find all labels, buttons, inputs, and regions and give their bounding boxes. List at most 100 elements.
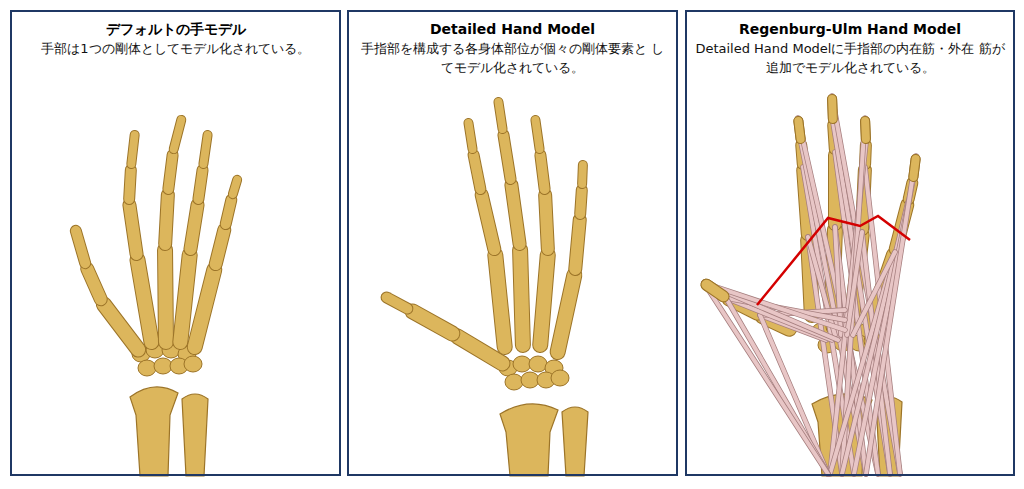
carpal-bone <box>505 374 523 390</box>
finger-bone-outline <box>575 220 579 269</box>
radius-bone <box>130 387 178 476</box>
muscle-line <box>704 283 845 330</box>
finger-bone-outline <box>190 205 197 249</box>
panel-description: 手部は1つの剛体としてモデル化されている。 <box>20 40 331 59</box>
thumb-bone-outline <box>387 297 408 308</box>
thumb-bone <box>87 269 101 300</box>
muscle-outline <box>866 156 916 474</box>
finger-bone-outline <box>131 135 134 164</box>
model-panel: デフォルトの手モデル手部は1つの剛体としてモデル化されている。 <box>10 10 341 476</box>
finger-bone-outline <box>503 135 510 179</box>
carpal-bone <box>551 370 569 386</box>
hand-skeleton <box>387 102 588 476</box>
finger-bone <box>129 170 131 199</box>
finger-bone-outline <box>233 180 237 194</box>
carpal-bone <box>154 358 172 374</box>
finger-bone <box>165 195 168 244</box>
ulna-bone <box>562 407 588 476</box>
panel-heading: Detailed Hand Model <box>357 20 668 38</box>
highlight-line <box>757 216 910 305</box>
finger-bone <box>913 159 915 177</box>
thumb-bone <box>458 337 503 364</box>
finger-bone <box>520 250 523 345</box>
finger-bone <box>558 275 575 352</box>
ulna-bone <box>182 394 208 476</box>
finger-bone-outline <box>860 121 871 139</box>
finger-bone <box>495 255 504 347</box>
muscle-line <box>866 156 916 474</box>
thumb-bone-outline <box>87 269 101 300</box>
finger-bone <box>540 155 544 189</box>
finger-bone <box>498 102 502 129</box>
finger-bone <box>575 220 579 269</box>
finger-bone <box>129 205 136 254</box>
finger-bone-outline <box>577 165 588 184</box>
finger-bone <box>198 170 202 199</box>
finger-bone-outline <box>129 205 136 254</box>
finger-bone <box>138 260 152 342</box>
finger-bone <box>913 159 915 177</box>
panel-heading: デフォルトの手モデル <box>20 20 331 38</box>
muscle-line <box>760 315 828 474</box>
finger-bone <box>174 120 182 149</box>
radius-bone <box>500 404 558 476</box>
finger-bone <box>474 155 481 189</box>
finger-bone-outline <box>798 121 800 139</box>
finger-bone <box>511 185 519 244</box>
finger-bone <box>540 255 548 345</box>
finger-bone <box>190 205 197 249</box>
panel-description: 手指部を構成する各身体部位が個々の剛体要素と してモデル化されている。 <box>357 40 668 78</box>
finger-bone-outline <box>495 255 504 347</box>
finger-bone-outline <box>168 155 172 189</box>
finger-bone-outline <box>520 250 523 345</box>
carpal-bone <box>513 356 531 372</box>
finger-bone <box>545 195 548 249</box>
thumb-bone-outline <box>458 337 503 364</box>
muscle-line <box>853 252 895 335</box>
carpal-bone <box>521 372 539 388</box>
panel-description: Detailed Hand Modelに手指部の内在筋・外在 筋が追加でモデル化… <box>695 40 1005 78</box>
finger-bone <box>861 121 870 139</box>
hand-skeleton <box>706 99 915 476</box>
thumb-bone-outline <box>706 285 723 297</box>
finger-bone-outline <box>535 120 539 149</box>
finger-bone-outline <box>198 170 202 199</box>
carpal-bone <box>184 356 202 372</box>
finger-bone <box>216 230 225 264</box>
finger-bone <box>482 195 495 249</box>
muscle-group <box>704 96 916 474</box>
model-panel: Detailed Hand Model 手指部を構成する各身体部位が個々の剛体要素… <box>347 10 678 476</box>
carpal-bone <box>138 360 156 376</box>
finger-bone <box>535 120 539 149</box>
finger-bone <box>180 255 189 342</box>
thumb-bone-outline <box>413 311 453 333</box>
finger-bone <box>580 190 582 214</box>
thumb-bone <box>413 311 453 333</box>
finger-bone-outline <box>216 230 225 264</box>
thumb-bone <box>104 304 138 349</box>
finger-bone-outline <box>203 135 207 164</box>
finger-bone-outline <box>827 99 838 119</box>
muscle-outline <box>760 315 828 474</box>
finger-bone-outline <box>540 155 544 189</box>
finger-bone-outline <box>174 120 182 149</box>
finger-bone-outline <box>129 170 131 199</box>
hand-skeleton <box>76 120 237 476</box>
finger-bone-outline <box>226 200 232 224</box>
finger-bone <box>195 270 215 347</box>
finger-bone-outline <box>180 255 189 342</box>
thumb-bone-outline <box>76 231 85 263</box>
finger-bone-outline <box>511 185 519 244</box>
finger-bone-outline <box>545 195 548 249</box>
muscle-outline <box>704 283 845 330</box>
finger-bone-outline <box>913 159 915 177</box>
finger-bone-outline <box>540 255 548 345</box>
finger-bone <box>503 135 510 179</box>
thumb-bone-outline <box>104 304 138 349</box>
model-panel: Regenburg-Ulm Hand ModelDetailed Hand Mo… <box>685 10 1015 476</box>
finger-bone-outline <box>165 195 168 244</box>
finger-bone-outline <box>580 190 582 214</box>
finger-bone-outline <box>827 99 838 119</box>
finger-bone-outline <box>558 275 575 352</box>
